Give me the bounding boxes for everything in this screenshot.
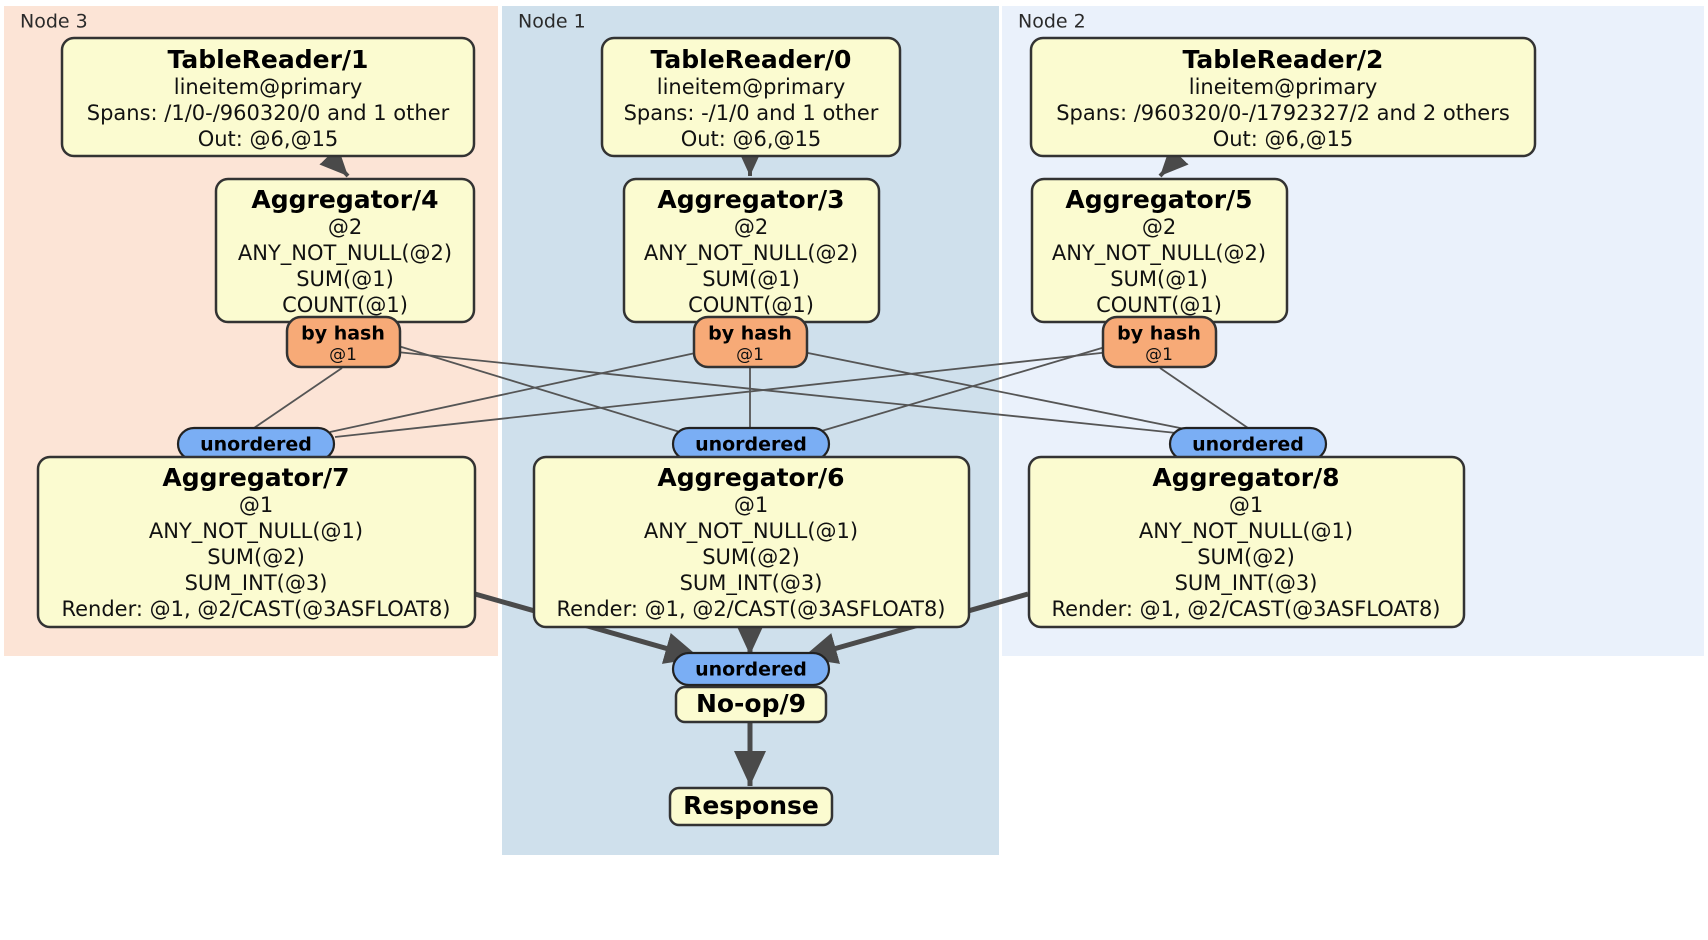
tablereader1-line-2: Out: @6,@15: [198, 127, 339, 151]
input-sync-unordered-right[interactable]: unordered: [1168, 426, 1328, 462]
tablereader0-line-1: Spans: -/1/0 and 1 other: [624, 101, 879, 125]
tablereader1-line-1: Spans: /1/0-/960320/0 and 1 other: [87, 101, 450, 125]
aggregator3-line-2: SUM(@1): [702, 267, 800, 291]
aggregator5-line-1: ANY_NOT_NULL(@2): [1052, 241, 1266, 266]
tablereader1-title: TableReader/1: [168, 45, 369, 74]
aggregator3-title: Aggregator/3: [657, 185, 844, 214]
tablereader2-title: TableReader/2: [1183, 45, 1384, 74]
aggregator8-line-3: SUM_INT(@3): [1175, 571, 1318, 596]
aggregator7-line-2: SUM(@2): [207, 545, 305, 569]
input-sync-unordered-center[interactable]: unordered: [671, 426, 831, 462]
aggregator7-line-1: ANY_NOT_NULL(@1): [149, 519, 363, 544]
edge-hashR-unorderedL: [334, 351, 1111, 438]
aggregator6-title: Aggregator/6: [657, 463, 844, 492]
aggregator5-line-3: COUNT(@1): [1096, 293, 1222, 317]
edges-top: [319, 146, 1189, 178]
aggregator6-line-4: Render: @1, @2/CAST(@3ASFLOAT8): [556, 597, 945, 621]
tablereader0-line-2: Out: @6,@15: [681, 127, 822, 151]
edge-hashR-unorderedR: [1159, 367, 1249, 429]
aggregator8-line-2: SUM(@2): [1197, 545, 1295, 569]
aggregator6-line-2: SUM(@2): [702, 545, 800, 569]
processor-aggregator7[interactable]: Aggregator/7 @1 ANY_NOT_NULL(@1) SUM(@2)…: [36, 455, 477, 629]
processor-aggregator8[interactable]: Aggregator/8 @1 ANY_NOT_NULL(@1) SUM(@2)…: [1027, 455, 1466, 629]
aggregator6-line-3: SUM_INT(@3): [680, 571, 823, 596]
output-router-hash-left[interactable]: by hash @1: [285, 315, 402, 369]
aggregator4-line-3: COUNT(@1): [282, 293, 408, 317]
tablereader2-line-1: Spans: /960320/0-/1792327/2 and 2 others: [1056, 101, 1510, 125]
hash-center-sublabel: @1: [736, 345, 764, 365]
tablereader0-title: TableReader/0: [651, 45, 852, 74]
panel-node2-label: Node 2: [1018, 11, 1086, 33]
processor-tablereader0[interactable]: TableReader/0 lineitem@primary Spans: -/…: [600, 36, 902, 158]
tablereader2-line-0: lineitem@primary: [1189, 75, 1378, 99]
unordered-final-label: unordered: [695, 659, 807, 681]
edge-tr2-agg5: [1158, 146, 1189, 178]
aggregator8-line-1: ANY_NOT_NULL(@1): [1139, 519, 1353, 544]
edge-hashR-unorderedC: [817, 344, 1113, 433]
hash-right-sublabel: @1: [1145, 345, 1173, 365]
edge-hashL-unorderedC: [394, 344, 681, 433]
aggregator7-line-0: @1: [239, 493, 273, 517]
aggregator5-line-0: @2: [1142, 215, 1176, 239]
processor-aggregator5[interactable]: Aggregator/5 @2 ANY_NOT_NULL(@2) SUM(@1)…: [1030, 177, 1289, 324]
aggregator7-title: Aggregator/7: [162, 463, 349, 492]
tablereader1-line-0: lineitem@primary: [174, 75, 363, 99]
aggregator4-line-2: SUM(@1): [296, 267, 394, 291]
aggregator8-title: Aggregator/8: [1152, 463, 1339, 492]
output-router-hash-right[interactable]: by hash @1: [1101, 315, 1218, 369]
aggregator8-line-4: Render: @1, @2/CAST(@3ASFLOAT8): [1051, 597, 1440, 621]
aggregator7-line-3: SUM_INT(@3): [185, 571, 328, 596]
aggregator7-line-4: Render: @1, @2/CAST(@3ASFLOAT8): [61, 597, 450, 621]
hash-right-label: by hash: [1117, 323, 1201, 345]
hash-center-label: by hash: [708, 323, 792, 345]
edge-hashL-unorderedR: [396, 351, 1187, 435]
processor-tablereader1[interactable]: TableReader/1 lineitem@primary Spans: /1…: [60, 36, 476, 158]
processor-tablereader2[interactable]: TableReader/2 lineitem@primary Spans: /9…: [1029, 36, 1537, 158]
aggregator5-line-2: SUM(@1): [1110, 267, 1208, 291]
input-sync-unordered-left[interactable]: unordered: [176, 426, 336, 462]
noop9-title: No-op/9: [696, 689, 806, 718]
input-sync-unordered-final[interactable]: unordered: [671, 651, 831, 687]
edge-hashC-unorderedR: [802, 351, 1191, 431]
edge-hashC-unorderedL: [329, 351, 701, 433]
aggregator8-line-0: @1: [1229, 493, 1263, 517]
panel-node1-label: Node 1: [518, 11, 586, 33]
tablereader0-line-0: lineitem@primary: [657, 75, 846, 99]
aggregator4-title: Aggregator/4: [251, 185, 438, 214]
processor-aggregator3[interactable]: Aggregator/3 @2 ANY_NOT_NULL(@2) SUM(@1)…: [622, 177, 881, 324]
response-title: Response: [683, 791, 819, 820]
unordered-left-label: unordered: [200, 434, 312, 456]
aggregator3-line-1: ANY_NOT_NULL(@2): [644, 241, 858, 266]
aggregator3-line-3: COUNT(@1): [688, 293, 814, 317]
aggregator4-line-1: ANY_NOT_NULL(@2): [238, 241, 452, 266]
tablereader2-line-2: Out: @6,@15: [1213, 127, 1354, 151]
unordered-right-label: unordered: [1192, 434, 1304, 456]
aggregator6-line-1: ANY_NOT_NULL(@1): [644, 519, 858, 544]
unordered-center-label: unordered: [695, 434, 807, 456]
edges-shuffle: [253, 344, 1249, 438]
output-router-hash-center[interactable]: by hash @1: [692, 315, 809, 369]
edge-hashL-unorderedL: [253, 367, 343, 429]
processor-response[interactable]: Response: [668, 786, 834, 827]
hash-left-sublabel: @1: [329, 345, 357, 365]
aggregator5-title: Aggregator/5: [1065, 185, 1252, 214]
edge-tr1-agg4: [319, 146, 350, 178]
processor-aggregator6[interactable]: Aggregator/6 @1 ANY_NOT_NULL(@1) SUM(@2)…: [532, 455, 971, 629]
processor-noop9[interactable]: No-op/9: [674, 685, 828, 724]
aggregator4-line-0: @2: [328, 215, 362, 239]
panel-node3-label: Node 3: [20, 11, 88, 33]
aggregator3-line-0: @2: [734, 215, 768, 239]
processor-aggregator4[interactable]: Aggregator/4 @2 ANY_NOT_NULL(@2) SUM(@1)…: [214, 177, 476, 324]
hash-left-label: by hash: [301, 323, 385, 345]
aggregator6-line-0: @1: [734, 493, 768, 517]
